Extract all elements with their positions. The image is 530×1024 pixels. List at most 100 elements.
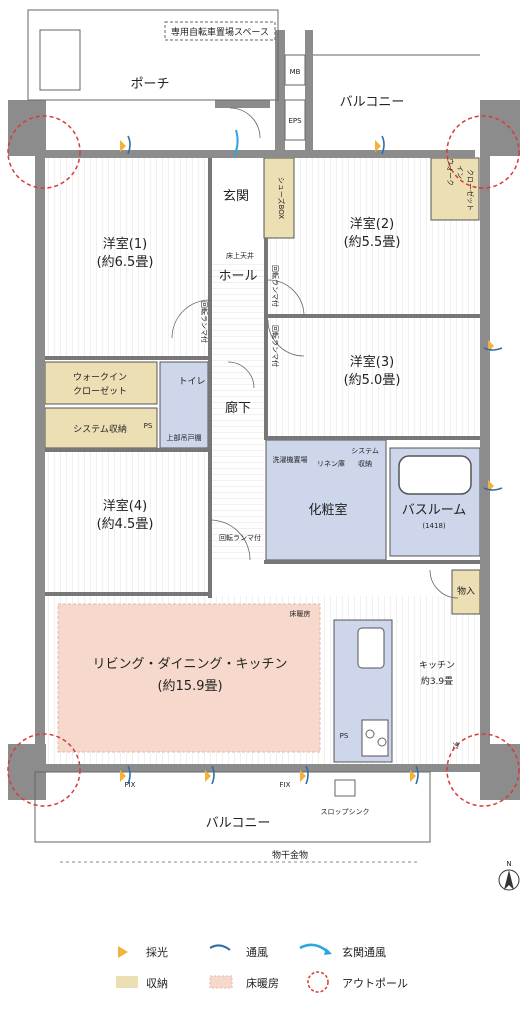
western4-floor [45, 450, 210, 592]
floor-heating-label: 床暖房 [290, 609, 311, 618]
ldk-label: リビング・ダイニング・キッチン [92, 657, 287, 672]
legend-daylight: 採光 [146, 945, 168, 959]
kitchen-ps-label: PS [340, 732, 349, 740]
kitchen-label: キッチン [419, 660, 455, 671]
walkin-closet-left [44, 361, 158, 405]
wall-bottom [35, 764, 490, 772]
legend-ventilation: 通風 [246, 946, 268, 959]
storage-item-label: 物入 [457, 585, 475, 597]
eps-label: EPS [288, 117, 302, 125]
ventilation-markers [127, 135, 503, 785]
out-pole-bottom-right [446, 733, 520, 807]
entrance-label: 玄関 [223, 189, 249, 204]
western3-door [267, 319, 305, 357]
western3-size: (約5.0畳) [344, 373, 401, 388]
walkin-right-label-1: ウォーク [446, 158, 454, 186]
storage-door [429, 569, 459, 599]
wall-entrance [215, 100, 270, 108]
porch-outline [27, 9, 279, 101]
porch-gate [39, 29, 81, 91]
out-pole-top-right [446, 115, 520, 189]
western4-door [209, 519, 251, 561]
wall-int-5 [264, 436, 480, 440]
system-storage-right-label-1: システム [351, 447, 379, 455]
wall-left [35, 150, 45, 770]
burner-1 [365, 729, 375, 739]
western4-label: 洋室(4) [103, 498, 147, 514]
corridor-floor [212, 262, 264, 562]
legend-entrance-ventilation: 玄関通風 [342, 945, 386, 959]
rotating-lamp-note-1: 回転ランマ付 [271, 265, 280, 307]
bathroom-label: バスルーム [402, 503, 467, 518]
wall-eps [305, 30, 313, 150]
hall-label: ホール [218, 269, 257, 284]
entrance-ventilation-marker [233, 129, 239, 157]
rotating-lamp-note-2: 回転ランマ付 [271, 325, 280, 367]
slop-sink-label: スロップシンク [321, 808, 370, 816]
out-pole-bottom-left [7, 733, 81, 807]
legend-daylight-icon [118, 946, 128, 958]
burner-2 [377, 737, 387, 747]
western2-door [267, 279, 305, 317]
storage-item [451, 569, 481, 615]
western1-size: (約6.5畳) [97, 255, 154, 270]
western1-label: 洋室(1) [103, 236, 147, 252]
north-label: N [506, 860, 511, 868]
corridor-label: 廊下 [225, 400, 251, 416]
floor-heating-area [57, 603, 321, 753]
western3-label: 洋室(3) [350, 354, 394, 370]
legend-ventilation-icon [209, 944, 231, 951]
eps-box [284, 99, 306, 141]
wall-right-top [480, 100, 520, 156]
refrigerator-label: 冷 [453, 741, 460, 750]
linen-label: リネン庫 [317, 459, 345, 468]
washer-label: 洗濯機置場 [273, 455, 308, 464]
wall-left-top [8, 100, 46, 156]
walkin-right-label-2: イン [456, 165, 464, 179]
bike-space-box [164, 21, 276, 41]
western4-size: (約4.5畳) [97, 517, 154, 532]
balcony-bottom-label: バルコニー [206, 816, 271, 831]
wall-int-8 [264, 560, 480, 564]
bathtub [398, 455, 472, 495]
western3-floor [268, 318, 480, 436]
ldk-size: (約15.9畳) [157, 679, 222, 694]
wall-top [35, 150, 475, 158]
mb-label: MB [290, 68, 301, 76]
system-storage-left [44, 407, 158, 449]
wall-int-3 [45, 356, 208, 360]
legend-entrance-ventilation-icon [299, 943, 329, 953]
slop-sink-box [334, 779, 356, 797]
north-arrow [498, 869, 520, 891]
mb-box [284, 54, 306, 86]
fix-right-label: FIX [280, 781, 291, 789]
western1-floor [45, 158, 210, 356]
balcony-top-label: バルコニー [340, 95, 405, 110]
legend: 採光 通風 玄関通風 収納 床暖房 アウトポール [116, 943, 408, 993]
rotating-lamp-note-4: 回転ランマ付 [219, 533, 261, 542]
wall-int-2 [264, 238, 268, 438]
shoes-box-label: シューズBOX [277, 177, 286, 219]
walkin-right-label-3: クローゼット [466, 169, 475, 211]
legend-out-pole-icon [307, 971, 329, 993]
clothes-pole-label: 物干金物 [272, 849, 308, 861]
kitchen-size: 約3.9畳 [421, 675, 453, 687]
cooktop [361, 719, 389, 757]
walkin-left-label-2: クローゼット [73, 385, 127, 397]
legend-out-pole: アウトポール [342, 977, 408, 990]
wall-int-1 [208, 158, 212, 598]
western2-label: 洋室(2) [350, 216, 394, 232]
porch-label: ポーチ [130, 77, 169, 92]
powder-room-label: 化粧室 [308, 502, 347, 518]
powder-room-area [265, 439, 387, 561]
rotating-lamp-note-3: 回転ランマ付 [200, 301, 209, 343]
western2-size: (約5.5畳) [344, 235, 401, 250]
entrance-door [229, 107, 261, 139]
balcony-bottom-outline [34, 771, 431, 843]
system-storage-left-label: システム収納 [73, 423, 127, 435]
walkin-left-label-1: ウォークイン [73, 372, 127, 383]
western1-door [171, 299, 211, 339]
attic-label: 床上天井 [226, 251, 254, 260]
toilet-label: トイレ [178, 377, 205, 387]
